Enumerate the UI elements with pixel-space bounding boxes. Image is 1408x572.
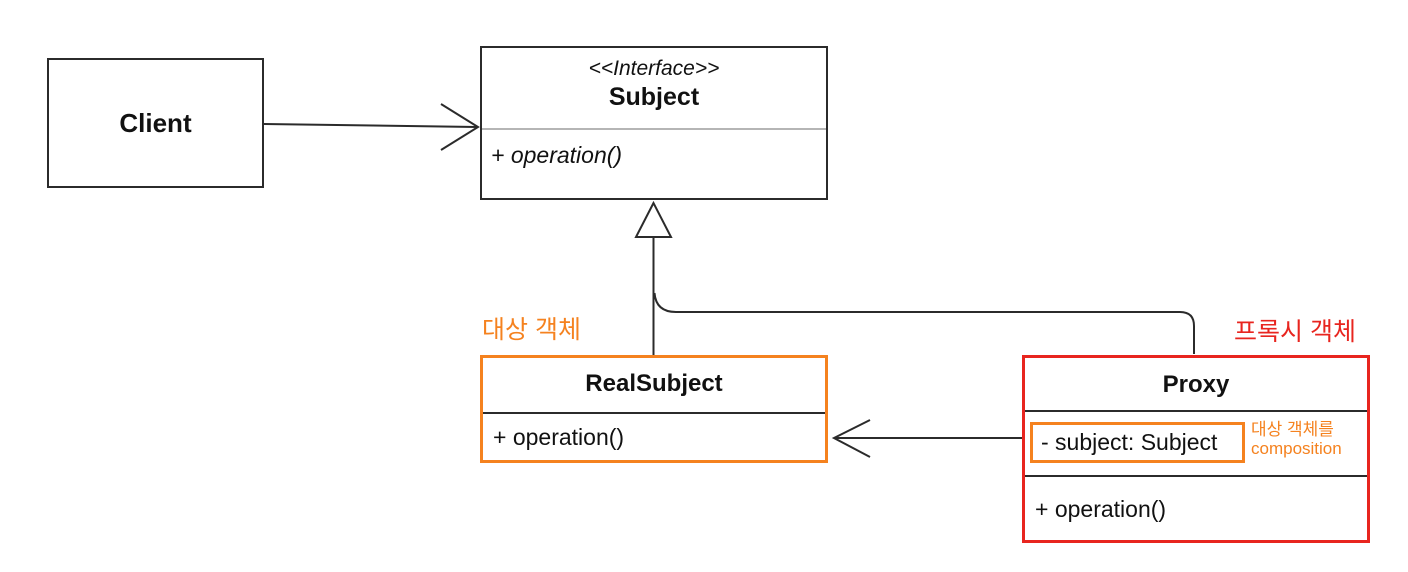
realsubject-operation: + operation() [493, 424, 625, 450]
subject-divider [482, 128, 826, 130]
subject-interface-box: <<Interface>> Subject + operation() [480, 46, 828, 200]
realsubject-class-box: RealSubject + operation() [480, 355, 828, 463]
realsubject-label: 대상 객체 [482, 316, 581, 344]
proxy-subject-attribute-box: - subject: Subject [1030, 422, 1245, 463]
open-arrowhead-icon [440, 103, 480, 151]
proxy-divider-bottom [1025, 475, 1367, 477]
client-class-title: Client [119, 107, 192, 138]
composition-annotation-line1: 대상 객체를 [1251, 420, 1334, 439]
proxy-label: 프록시 객체 [1234, 318, 1356, 346]
proxy-title: Proxy [1162, 371, 1230, 398]
subject-header: <<Interface>> Subject [482, 56, 826, 114]
subject-stereotype: <<Interface>> [588, 57, 720, 80]
client-class-box: Client [47, 58, 264, 188]
generalization-arrow [634, 200, 673, 355]
subject-operation: + operation() [491, 142, 623, 168]
proxy-divider-top [1025, 410, 1367, 412]
subject-title: Subject [608, 83, 700, 112]
open-arrowhead-icon [831, 419, 871, 458]
proxy-class-box: Proxy - subject: Subject 대상 객체를 composit… [1022, 355, 1370, 543]
realsubject-title: RealSubject [585, 370, 723, 397]
composition-annotation-line2: composition [1251, 439, 1342, 458]
composition-annotation: 대상 객체를 composition [1251, 420, 1342, 458]
hollow-triangle-icon [634, 200, 673, 238]
proxy-generalization-branch [653, 292, 1195, 354]
proxy-operation: + operation() [1035, 496, 1167, 522]
realsubject-divider [483, 412, 825, 414]
proxy-subject-attribute: - subject: Subject [1041, 429, 1218, 455]
client-subject-arrow [263, 103, 480, 151]
proxy-realsubject-arrow [831, 419, 1022, 458]
